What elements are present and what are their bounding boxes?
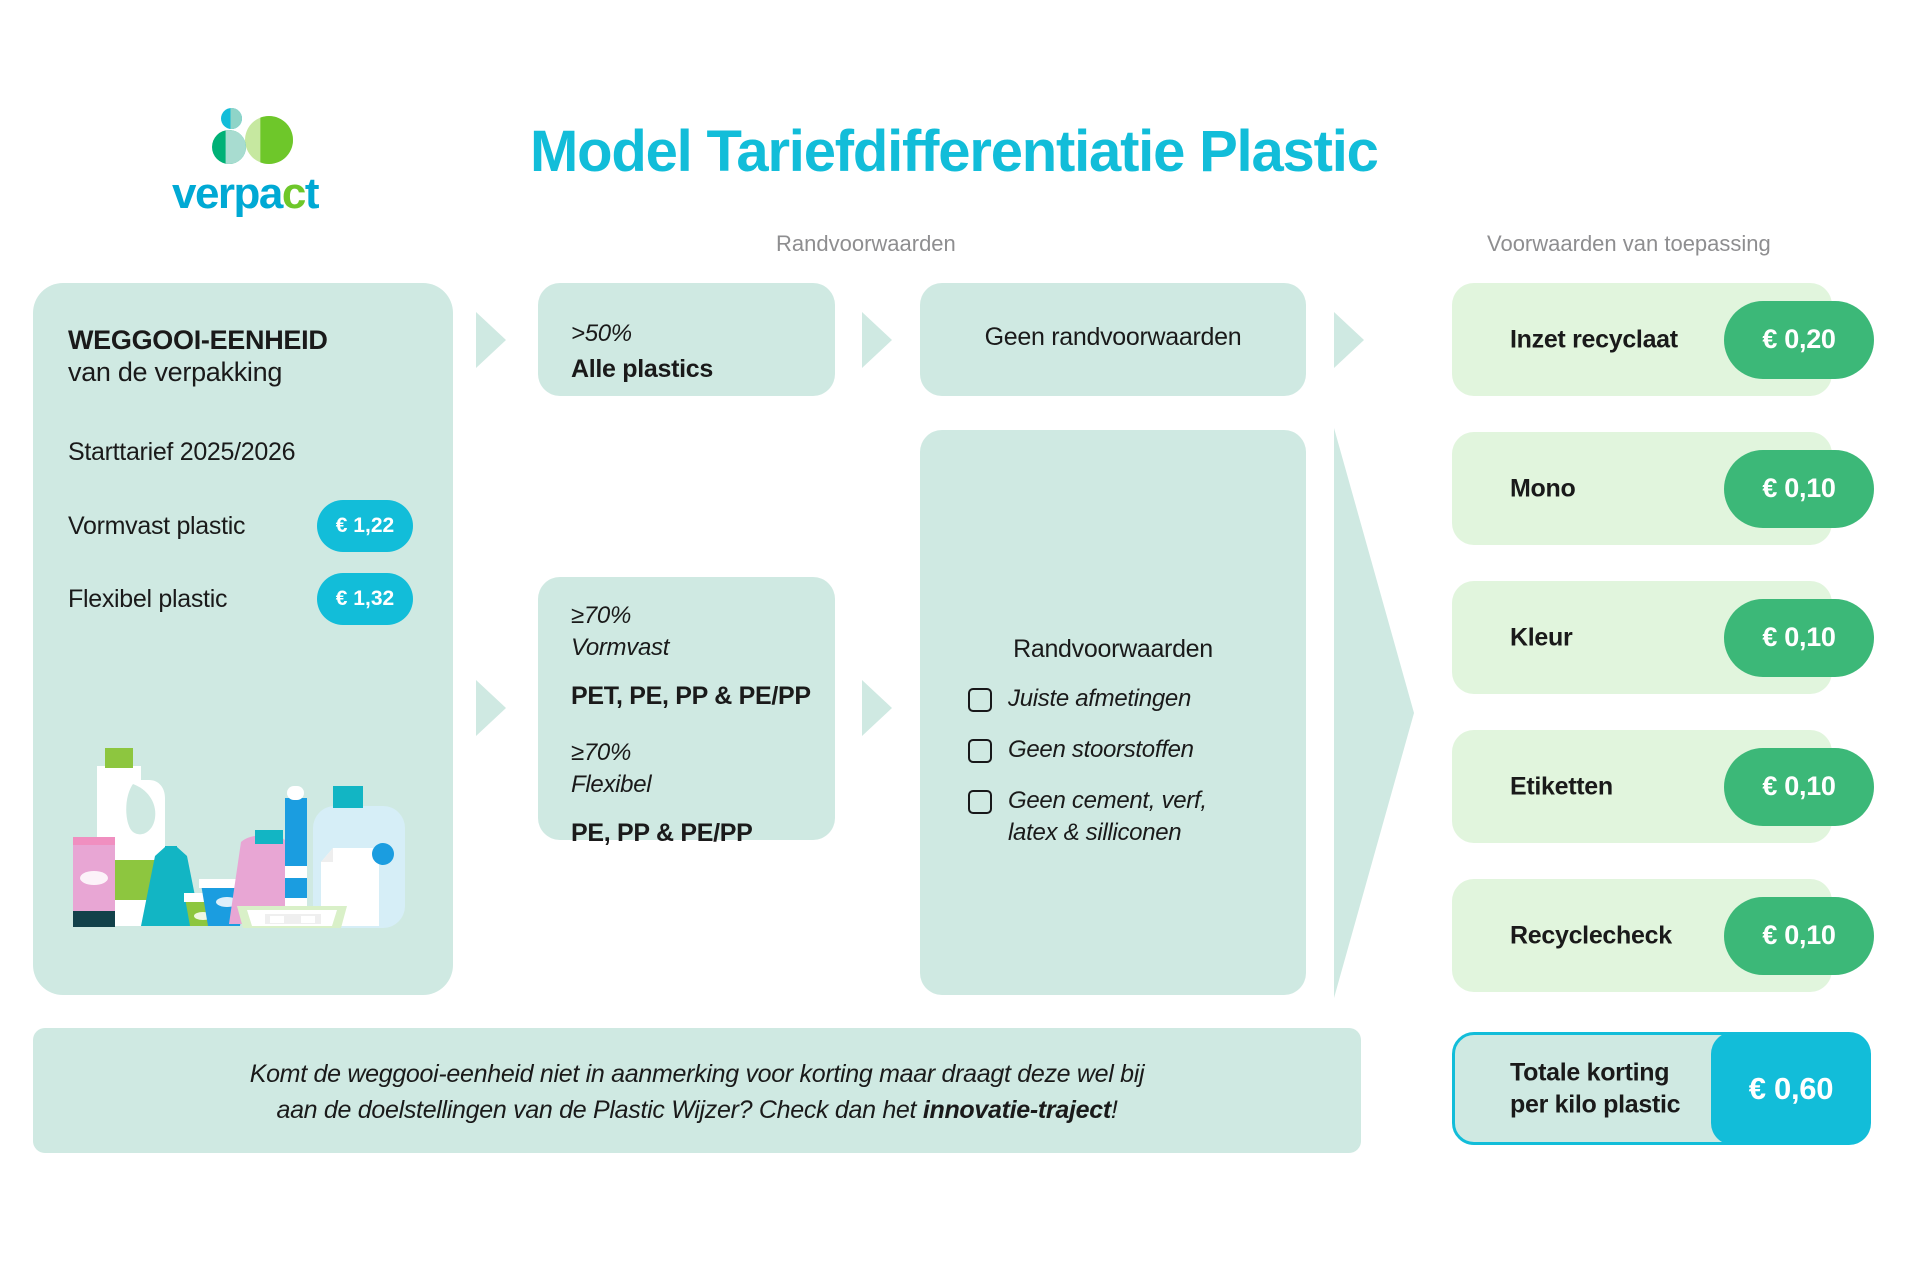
criteria-vormvast-materials: PET, PE, PP & PE/PP [571,682,811,710]
innovation-banner: Komt de weggooi-eenheid niet in aanmerki… [33,1028,1361,1153]
discount-row-recyclecheck: Recyclecheck € 0,10 [1452,879,1874,992]
arrow-right-large-icon [1334,428,1414,998]
criteria-flexibel-type: Flexibel [571,771,652,798]
arrow-right-icon [862,312,892,368]
discount-label: Etiketten [1510,772,1613,800]
starttarief-label: Starttarief 2025/2026 [68,438,296,466]
innovation-banner-text: Komt de weggooi-eenheid niet in aanmerki… [33,1056,1361,1129]
condition-label: Geen cement, verf, latex & silliconen [1008,787,1207,846]
banner-line-1: Komt de weggooi-eenheid niet in aanmerki… [249,1060,1145,1088]
arrow-right-icon [476,680,506,736]
criteria-flexibel-materials: PE, PP & PE/PP [571,819,753,847]
panel-subtitle: van de verpakking [68,357,283,387]
conditions-none-label: Geen randvoorwaarden [984,323,1242,351]
total-discount-box: Totale korting per kilo plastic € 0,60 [1452,1032,1871,1145]
tariff-amount-badge: € 1,32 [317,573,413,625]
discount-row-kleur: Kleur € 0,10 [1452,581,1874,694]
criteria-vormvast-percentage: ≥70% [571,602,632,629]
criteria-flexibel-percentage: ≥70% [571,739,632,766]
checkbox-icon[interactable] [968,790,992,815]
column-heading-randvoorwaarden: Randvoorwaarden [776,231,956,256]
conditions-list-title: Randvoorwaarden [1013,635,1213,663]
condition-item[interactable]: Geen stoorstoffen [968,734,1288,765]
criteria-materials: Alle plastics [571,355,713,383]
tariff-label: Flexibel plastic [68,584,228,613]
discount-label: Mono [1510,474,1576,502]
weggooi-eenheid-panel: WEGGOOI-EENHEID van de verpakking Startt… [33,283,453,995]
banner-line-2-suffix: ! [1110,1096,1118,1125]
arrow-right-icon [476,312,506,368]
tariff-row-vormvast: Vormvast plastic € 1,22 [68,498,413,554]
discount-row-inzet-recyclaat: Inzet recyclaat € 0,20 [1452,283,1874,396]
tariff-label: Vormvast plastic [68,511,246,540]
criteria-vormvast-type: Vormvast [571,634,670,661]
verpact-logo: verpact [150,108,340,218]
conditions-box-list: Randvoorwaarden Juiste afmetingen Geen s… [920,430,1306,995]
condition-item[interactable]: Juiste afmetingen [968,683,1288,714]
logo-word-part-2: c [281,169,306,218]
total-discount-amount-badge: € 0,60 [1711,1032,1871,1145]
discount-amount-badge: € 0,10 [1724,896,1874,975]
discount-label: Inzet recyclaat [1510,325,1678,353]
conditions-list: Juiste afmetingen Geen stoorstoffen Geen… [968,683,1288,868]
column-heading-voorwaarden-van-toepassing: Voorwaarden van toepassing [1487,231,1771,256]
discount-amount-badge: € 0,10 [1724,449,1874,528]
discount-amount-badge: € 0,20 [1724,300,1874,379]
page-title: Model Tariefdifferentiatie Plastic [530,119,1379,184]
panel-title: WEGGOOI-EENHEID [68,325,328,355]
discount-label: Recyclecheck [1510,921,1672,949]
arrow-right-icon [862,680,892,736]
discount-label: Kleur [1510,623,1573,651]
criteria-box-70-percent: ≥70% Vormvast PET, PE, PP & PE/PP ≥70% F… [538,577,835,847]
discount-row-etiketten: Etiketten € 0,10 [1452,730,1874,843]
checkbox-icon[interactable] [968,739,992,764]
logo-bubbles-icon [190,108,300,166]
logo-word-part-1: verpa [171,169,283,218]
plastic-packaging-illustration [73,748,405,928]
discount-row-mono: Mono € 0,10 [1452,432,1874,545]
conditions-box-none: Geen randvoorwaarden [920,283,1306,396]
criteria-percentage: >50% [571,320,632,347]
discount-amount-badge: € 0,10 [1724,747,1874,826]
condition-label: Juiste afmetingen [1008,685,1192,712]
checkbox-icon[interactable] [968,688,992,712]
logo-word-part-3: t [304,169,320,218]
discount-amount-badge: € 0,10 [1724,598,1874,677]
banner-line-2-prefix: aan de doelstellingen van de Plastic Wij… [276,1096,923,1125]
condition-item[interactable]: Geen cement, verf, latex & silliconen [968,785,1288,847]
condition-label: Geen stoorstoffen [1008,736,1194,764]
tariff-row-flexibel: Flexibel plastic € 1,32 [68,571,413,627]
total-discount-label: Totale korting per kilo plastic [1510,1058,1681,1119]
arrow-right-icon [1334,312,1364,368]
logo-wordmark: verpact [150,172,340,216]
tariff-amount-badge: € 1,22 [317,500,413,552]
criteria-box-all-plastics: >50% Alle plastics [538,283,835,396]
banner-line-2-bold: innovatie-traject [922,1096,1111,1125]
